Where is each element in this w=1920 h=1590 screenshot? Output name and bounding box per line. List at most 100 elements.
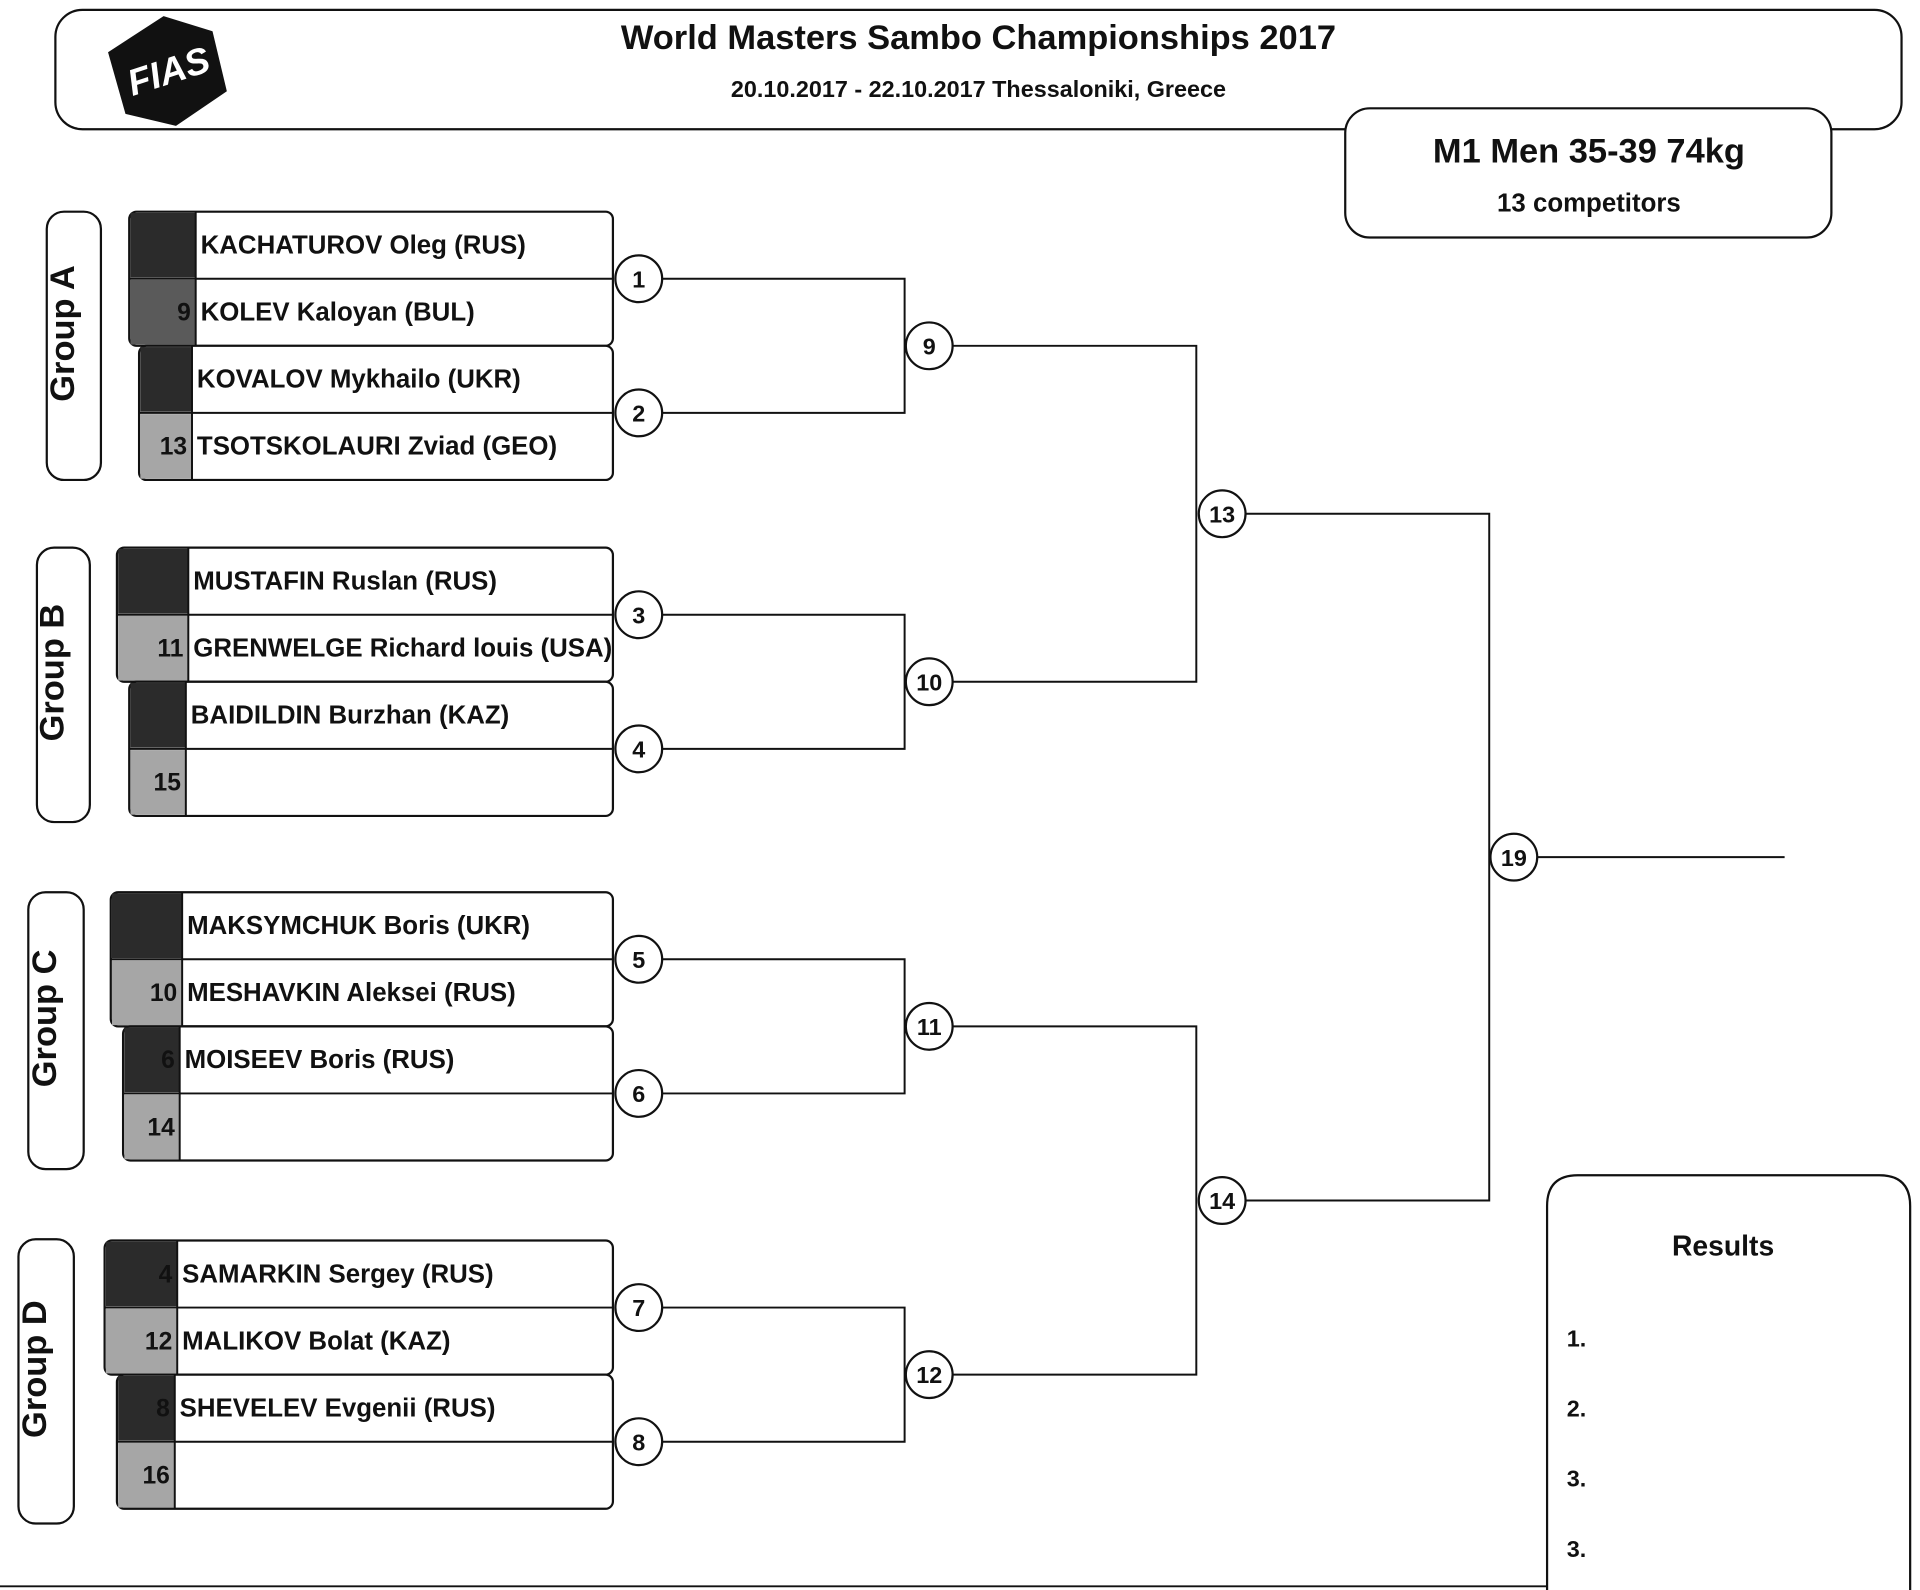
pairing: BAIDILDIN Burzhan (KAZ) 15 <box>128 680 615 818</box>
seed-number: 12 <box>145 1328 172 1355</box>
group-label-box <box>27 891 85 1171</box>
svg-text:19: 19 <box>1501 845 1527 871</box>
bracket-connector <box>1245 512 1491 1202</box>
competitor-name: BAIDILDIN Burzhan (KAZ) <box>191 702 510 730</box>
group-c: Group C MAKSYMCHUK Boris (UKR) 10 MESHAVKIN… <box>26 891 615 1171</box>
seed-cell <box>105 1241 178 1307</box>
results-box: Results 1.2.3.3. <box>1545 1174 1912 1590</box>
seed-cell <box>130 212 196 278</box>
seed-number: 6 <box>161 1047 175 1074</box>
match-number: 2 <box>614 388 664 438</box>
seed-cell <box>105 1308 178 1374</box>
seed-cell <box>130 750 186 815</box>
group-label: Group B <box>33 604 71 742</box>
competitor-name: KACHATUROV Oleg (RUS) <box>201 232 526 260</box>
match-number: 13 <box>1197 489 1247 539</box>
result-place: 3. <box>1567 1466 1587 1492</box>
seed-number: 9 <box>177 300 191 327</box>
seed-number: 16 <box>142 1463 169 1490</box>
seed-cell <box>140 414 192 479</box>
svg-text:8: 8 <box>632 1429 645 1455</box>
svg-text:11: 11 <box>917 1014 942 1040</box>
fias-logo: FIAS <box>108 16 227 126</box>
pairing: 8 SHEVELEV Evgenii (RUS) 16 <box>115 1373 615 1510</box>
seed-number: 15 <box>154 770 181 797</box>
group-label-box <box>45 210 103 482</box>
svg-text:3: 3 <box>632 602 645 628</box>
svg-text:9: 9 <box>923 333 936 359</box>
competitor-name: MAKSYMCHUK Boris (UKR) <box>187 912 530 940</box>
group-label-box <box>17 1238 75 1525</box>
seed-cell <box>140 347 192 412</box>
match-number: 7 <box>614 1283 664 1333</box>
svg-text:5: 5 <box>632 947 645 973</box>
svg-text:12: 12 <box>916 1362 942 1388</box>
seed-cell <box>112 893 183 959</box>
results-title: Results <box>1672 1229 1774 1261</box>
match-number: 11 <box>904 1001 954 1051</box>
match-number: 9 <box>904 321 954 371</box>
bracket-connector <box>662 1306 906 1443</box>
seed-number: 11 <box>157 636 183 663</box>
event-dates-location: 20.10.2017 - 22.10.2017 Thessaloniki, Gr… <box>731 76 1226 102</box>
seed-cell <box>130 279 196 345</box>
match-number: 3 <box>614 590 664 640</box>
seed-cell <box>118 1442 175 1508</box>
result-place: 2. <box>1567 1395 1587 1421</box>
competitor-name: SAMARKIN Sergey (RUS) <box>182 1260 493 1288</box>
match-number: 12 <box>904 1350 954 1400</box>
pairing: MAKSYMCHUK Boris (UKR) 10 MESHAVKIN Alekse… <box>109 891 615 1028</box>
seed-cell <box>118 615 189 681</box>
pairing: MUSTAFIN Ruslan (RUS) 11 GRENWELGE Richard… <box>115 546 615 683</box>
match-number: 8 <box>614 1417 664 1467</box>
match-number: 1 <box>614 254 664 304</box>
match-number: 10 <box>904 657 954 707</box>
match-number: 14 <box>1197 1176 1247 1225</box>
bracket-connector <box>952 344 1198 683</box>
svg-text:10: 10 <box>916 669 942 695</box>
competitor-name: TSOTSKOLAURI Zviad (GEO) <box>197 433 557 461</box>
group-label: Group A <box>44 265 82 401</box>
svg-text:13: 13 <box>1209 501 1235 527</box>
group-label-box <box>35 546 91 824</box>
svg-text:14: 14 <box>1209 1188 1235 1214</box>
competitor-name: GRENWELGE Richard louis (USA) <box>193 635 612 663</box>
seed-cell <box>118 1375 175 1441</box>
bracket-connector <box>662 277 906 414</box>
seed-number: 13 <box>160 434 187 461</box>
category-box: M1 Men 35-39 74kg 13 competitors <box>1344 107 1833 239</box>
group-label: Group C <box>26 949 64 1087</box>
svg-text:7: 7 <box>632 1295 645 1321</box>
seed-cell <box>112 960 183 1026</box>
competitor-name: MALIKOV Bolat (KAZ) <box>182 1327 450 1355</box>
match-number: 5 <box>614 934 664 984</box>
pairing: 6 MOISEEV Boris (RUS) 14 <box>121 1025 615 1162</box>
bracket-connector <box>952 1025 1198 1376</box>
competitor-name: MESHAVKIN Aleksei (RUS) <box>187 979 516 1007</box>
seed-number: 10 <box>150 980 177 1007</box>
competitor-name: SHEVELEV Evgenii (RUS) <box>180 1394 496 1422</box>
seed-cell <box>124 1094 180 1160</box>
bracket-connector <box>662 958 906 1095</box>
svg-text:6: 6 <box>632 1081 645 1107</box>
competitor-name: MOISEEV Boris (RUS) <box>185 1046 455 1074</box>
competitor-name: MUSTAFIN Ruslan (RUS) <box>193 567 497 595</box>
championship-title: World Masters Sambo Championships 2017 <box>621 19 1336 57</box>
group-b: Group B MUSTAFIN Ruslan (RUS) 11 GRENWELGE … <box>33 546 615 824</box>
seed-number: 8 <box>156 1395 170 1422</box>
match-number: 19 <box>1489 832 1539 882</box>
header-banner: FIAS World Masters Sambo Championships 2… <box>54 8 1903 131</box>
match-number: 6 <box>614 1068 664 1118</box>
seed-cell <box>124 1027 180 1093</box>
seed-number: 14 <box>147 1114 175 1141</box>
seed-cell <box>130 683 186 748</box>
seed-cell <box>118 548 189 614</box>
